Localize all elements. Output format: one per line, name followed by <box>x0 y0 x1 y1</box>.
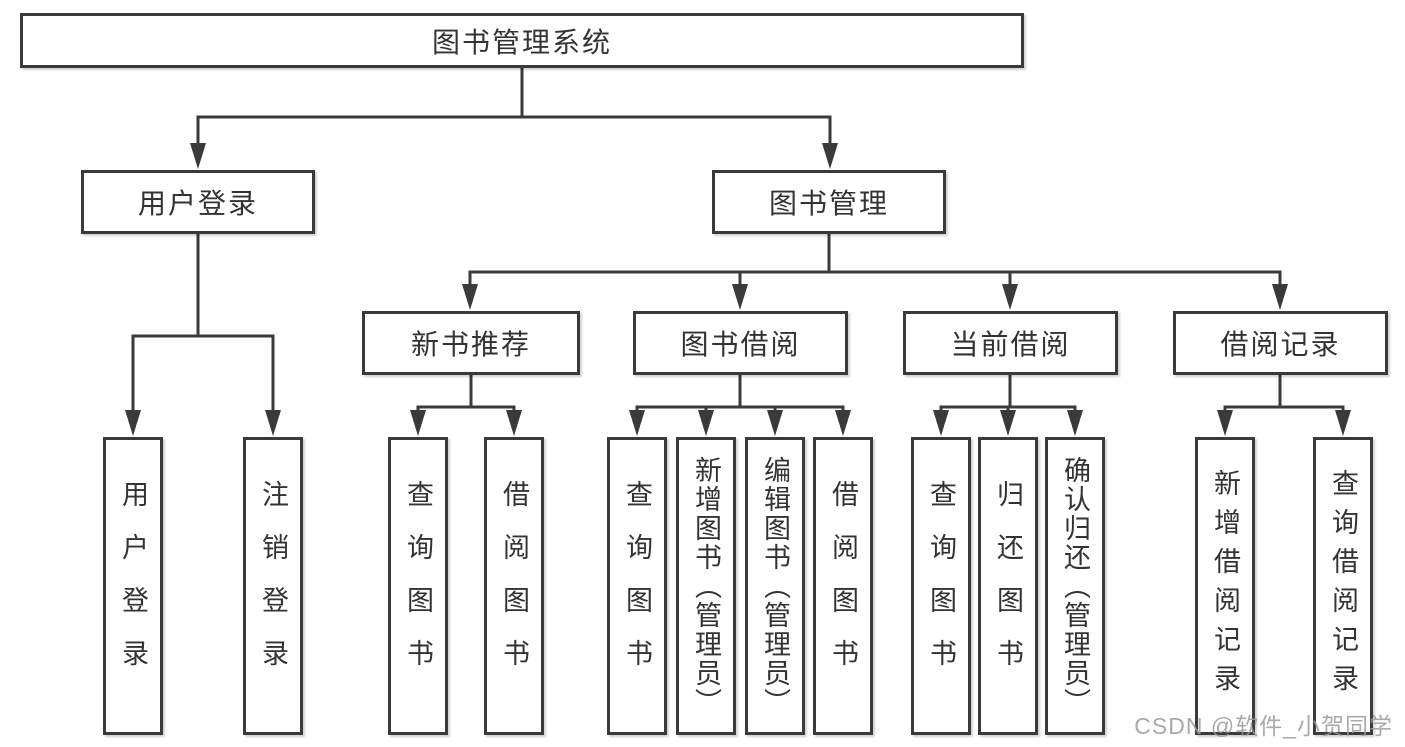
leaf-edit-books-admin: 编辑图书（管理员） <box>745 437 805 735</box>
node-label: 新书推荐 <box>410 329 531 360</box>
connector-lines <box>131 68 1345 412</box>
node-borrow-records: 借阅记录 <box>1173 311 1388 375</box>
node-new-book-recommend: 新书推荐 <box>362 311 580 375</box>
leaf-query-books-current: 查询图书 <box>911 437 971 735</box>
leaf-label: 确认归还（管理员） <box>1060 455 1090 717</box>
leaf-query-borrow-record: 查询借阅记录 <box>1313 437 1373 735</box>
leaf-confirm-return-admin: 确认归还（管理员） <box>1045 437 1105 735</box>
node-user-login-branch: 用户登录 <box>81 170 315 234</box>
leaf-label: 新增图书（管理员） <box>691 455 721 717</box>
node-book-borrow: 图书借阅 <box>633 311 848 375</box>
leaf-query-books-recommend: 查询图书 <box>388 437 448 735</box>
leaf-label: 查询图书 <box>622 480 652 692</box>
node-label: 当前借阅 <box>950 329 1071 360</box>
leaf-label: 查询借阅记录 <box>1328 469 1358 703</box>
leaf-label: 借阅图书 <box>828 480 858 692</box>
node-root-system: 图书管理系统 <box>20 13 1024 68</box>
leaf-user-login: 用户登录 <box>103 437 163 735</box>
node-label: 图书借阅 <box>680 329 801 360</box>
leaf-label: 查询图书 <box>926 480 956 692</box>
leaf-add-borrow-record: 新增借阅记录 <box>1195 437 1255 735</box>
node-book-management-branch: 图书管理 <box>712 170 946 234</box>
leaf-label: 注销登录 <box>258 480 288 692</box>
leaf-label: 借阅图书 <box>499 480 529 692</box>
node-label: 用户登录 <box>137 188 258 219</box>
node-label: 图书管理 <box>768 188 889 219</box>
leaf-borrow-books: 借阅图书 <box>813 437 873 735</box>
leaf-label: 新增借阅记录 <box>1210 469 1240 703</box>
leaf-borrow-books-recommend: 借阅图书 <box>484 437 544 735</box>
node-label: 借阅记录 <box>1220 329 1341 360</box>
node-root-label: 图书管理系统 <box>431 26 612 58</box>
leaf-label: 编辑图书（管理员） <box>760 455 790 717</box>
leaf-label: 归还图书 <box>993 480 1023 692</box>
leaf-return-books: 归还图书 <box>978 437 1038 735</box>
leaf-add-books-admin: 新增图书（管理员） <box>676 437 736 735</box>
arrow-down-icon <box>125 143 1351 436</box>
leaf-label: 查询图书 <box>403 480 433 692</box>
leaf-query-books-borrow: 查询图书 <box>607 437 667 735</box>
leaf-logout: 注销登录 <box>243 437 303 735</box>
node-current-borrow: 当前借阅 <box>903 311 1118 375</box>
leaf-label: 用户登录 <box>118 480 148 692</box>
csdn-watermark: CSDN @软件_小贺同学 <box>1134 713 1393 739</box>
